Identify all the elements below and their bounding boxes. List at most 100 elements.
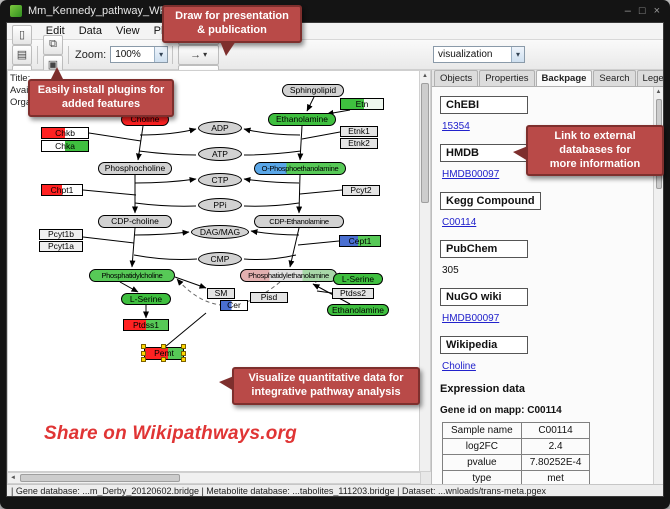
pathway-edge[interactable] (134, 229, 190, 236)
node-pcyt1b[interactable]: Pcyt1b (39, 229, 83, 240)
open-file-button[interactable]: ▤ (12, 44, 32, 65)
menu-view[interactable]: View (115, 25, 140, 37)
xref-value-wikipedia[interactable]: Choline (442, 361, 476, 372)
close-button[interactable]: × (653, 5, 660, 17)
pathway-edge[interactable] (135, 125, 144, 161)
node-sm[interactable]: SM (207, 288, 235, 299)
tab-backpage[interactable]: Backpage (535, 70, 593, 86)
scroll-up-icon[interactable]: ▲ (655, 89, 662, 95)
selection-handle[interactable] (181, 350, 186, 356)
menu-data[interactable]: Data (78, 25, 102, 37)
pathway-edge[interactable] (139, 127, 197, 136)
pathway-edge[interactable] (174, 276, 207, 289)
node-etn[interactable]: Etn (340, 98, 384, 110)
node-phosphocholine[interactable]: Phosphocholine (98, 162, 172, 175)
pathway-edge[interactable] (176, 278, 281, 306)
pathway-canvas[interactable]: Title:AvailabOrganis SphingolipidEtnChol… (7, 70, 421, 472)
node-pisd[interactable]: Pisd (250, 292, 288, 303)
tab-properties[interactable]: Properties (479, 70, 535, 86)
menu-edit[interactable]: Edit (45, 25, 65, 37)
pathway-edge[interactable] (243, 176, 300, 184)
node-ppi[interactable]: PPi (198, 198, 242, 212)
node-pcyt1a[interactable]: Pcyt1a (39, 241, 83, 252)
node-chpt1[interactable]: Chpt1 (41, 184, 83, 196)
node-pcyt2[interactable]: Pcyt2 (342, 185, 380, 196)
pathway-edge[interactable] (82, 236, 135, 244)
node-adp[interactable]: ADP (198, 121, 242, 135)
pathway-edge[interactable] (316, 290, 333, 294)
new-file-button[interactable]: ▯ (12, 24, 32, 45)
node-ethanolamine-bottom[interactable]: Ethanolamine (327, 304, 389, 316)
selection-handle[interactable] (161, 357, 166, 362)
node-etnk2[interactable]: Etnk2 (340, 138, 378, 149)
xref-value-kegg-compound[interactable]: C00114 (442, 217, 477, 228)
node-ethanolamine-top[interactable]: Ethanolamine (268, 113, 336, 126)
chevron-down-icon[interactable]: ▾ (154, 47, 168, 62)
selection-handle[interactable] (161, 344, 166, 349)
scroll-up-icon[interactable]: ▲ (422, 73, 428, 79)
pathway-edge[interactable] (134, 202, 197, 207)
pathway-edge[interactable] (306, 96, 315, 112)
pathway-edge[interactable] (133, 254, 198, 260)
chevron-down-icon[interactable]: ▾ (511, 47, 524, 62)
pathway-edge[interactable] (243, 127, 301, 136)
node-ptdss1[interactable]: Ptdss1 (123, 319, 169, 331)
tab-legend[interactable]: Legend (636, 70, 663, 86)
scrollbar-thumb[interactable] (19, 474, 180, 482)
maximize-button[interactable]: □ (638, 5, 646, 17)
node-l-serine-right[interactable]: L-Serine (333, 273, 383, 285)
node-chkb[interactable]: Chkb (41, 127, 89, 139)
node-chka[interactable]: Chka (41, 140, 89, 152)
pathway-edge[interactable] (134, 176, 197, 184)
node-ptdss2[interactable]: Ptdss2 (332, 288, 374, 299)
minimize-button[interactable]: – (624, 5, 631, 17)
pathway-edge[interactable] (243, 202, 300, 207)
pathway-edge[interactable] (301, 131, 341, 140)
node-cdp-ethanolamine[interactable]: CDP-Ethanolamine (254, 215, 344, 228)
pathway-edge[interactable] (243, 254, 297, 260)
xref-value-nugo-wiki[interactable]: HMDB00097 (442, 313, 500, 324)
selection-handle[interactable] (141, 344, 146, 349)
pathway-edge[interactable] (129, 227, 136, 268)
tab-objects[interactable]: Objects (434, 70, 479, 86)
pathway-edge[interactable] (296, 174, 303, 214)
pathway-edge[interactable] (164, 312, 207, 348)
node-ctp[interactable]: CTP (198, 173, 242, 187)
xref-value-chebi[interactable]: 15354 (442, 121, 470, 132)
node-etnk1[interactable]: Etnk1 (340, 126, 378, 137)
pathway-edge[interactable] (243, 150, 302, 156)
node-cmp[interactable]: CMP (198, 252, 242, 266)
pathway-edge[interactable] (82, 189, 137, 196)
node-cept1[interactable]: Cept1 (339, 235, 381, 247)
node-phosphatidylcholine[interactable]: Phosphatidylcholine (89, 269, 175, 282)
tab-search[interactable]: Search (593, 70, 636, 86)
pathway-edge[interactable] (299, 189, 343, 195)
pathway-edge[interactable] (88, 132, 142, 142)
node-cdp-choline[interactable]: CDP-choline (98, 215, 172, 228)
canvas-horizontal-scrollbar[interactable]: ◄ (7, 472, 421, 484)
titlebar[interactable]: Mm_Kennedy_pathway_WP1771_45176.gpml – □… (0, 0, 670, 22)
visualization-select[interactable]: visualization ▾ (433, 46, 525, 63)
pathway-edge[interactable] (297, 125, 304, 161)
zoom-select[interactable]: 100% ▾ (110, 46, 169, 63)
xref-value-hmdb[interactable]: HMDB00097 (442, 169, 500, 180)
node-dag-mag[interactable]: DAG/MAG (191, 225, 249, 239)
selection-handle[interactable] (181, 357, 186, 362)
node-cer[interactable]: Cer (220, 300, 248, 311)
pathway-edge[interactable] (250, 229, 300, 236)
scrollbar-thumb[interactable] (421, 83, 429, 203)
node-l-serine-left[interactable]: L-Serine (121, 293, 171, 305)
selection-handle[interactable] (141, 357, 146, 362)
scroll-left-icon[interactable]: ◄ (10, 475, 16, 481)
arrow-tool[interactable]: →▾ (178, 44, 220, 65)
pathway-edge[interactable] (297, 240, 340, 246)
copy-button[interactable]: ⧉ (43, 34, 63, 55)
selection-handle[interactable] (141, 350, 146, 356)
pathway-edge[interactable] (119, 281, 139, 293)
pathway-edge[interactable] (312, 283, 351, 305)
node-atp[interactable]: ATP (198, 147, 242, 161)
canvas-vertical-scrollbar[interactable]: ▲ (419, 70, 431, 472)
node-o-phosphoethanolamine[interactable]: O-Phosphoethanolamine (254, 162, 346, 175)
pathway-edge[interactable] (138, 150, 197, 156)
selection-handle[interactable] (181, 344, 186, 349)
